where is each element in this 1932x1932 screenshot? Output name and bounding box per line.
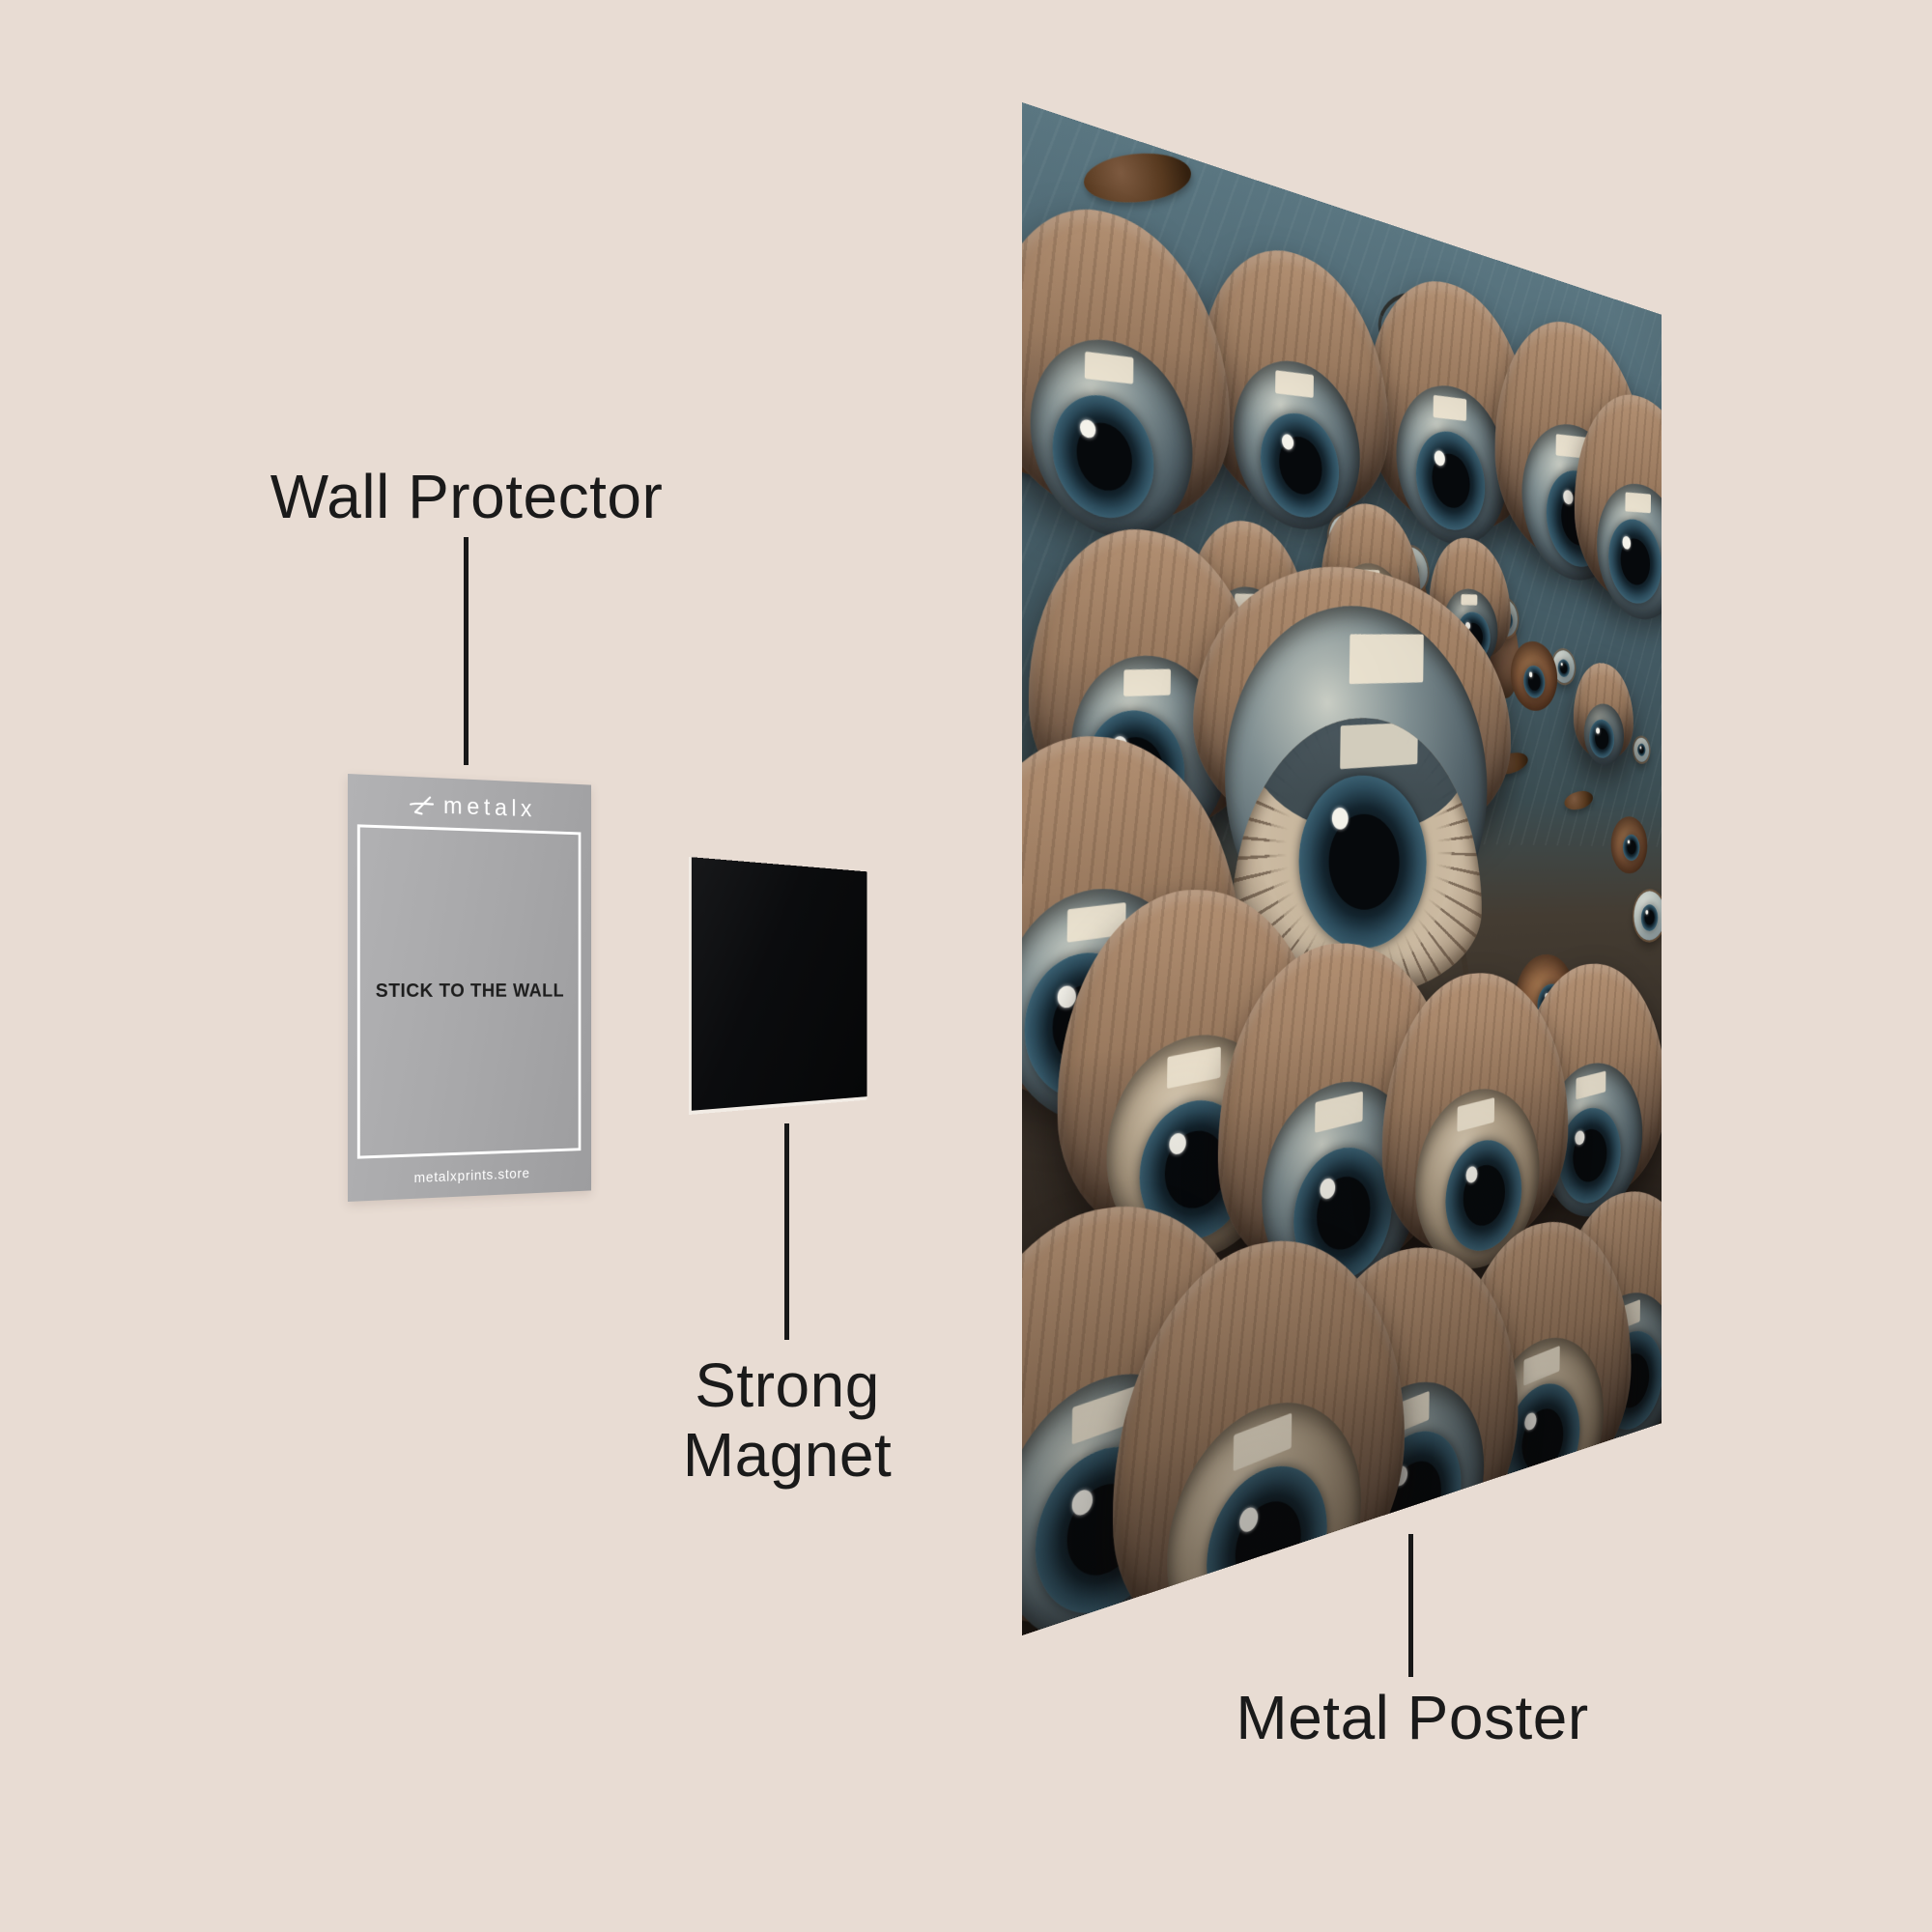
giant-eye-reflection — [1349, 634, 1424, 685]
card-message: STICK TO THE WALL — [375, 980, 565, 1002]
eye-reflection — [1167, 1045, 1221, 1089]
eye-glint — [1622, 535, 1632, 551]
eye-glint — [1645, 910, 1648, 915]
eye-glint — [1596, 727, 1601, 734]
eye-iris — [1415, 423, 1486, 536]
strong-magnet-square — [689, 857, 867, 1115]
eye-reflection — [1274, 370, 1314, 399]
eye-reflection — [1084, 351, 1134, 384]
eye-iris — [1640, 903, 1659, 932]
eye-glint — [1639, 746, 1642, 750]
brand-logo: metalx — [348, 788, 591, 825]
strong-magnet-label-line2: Magnet — [682, 1420, 893, 1491]
eye-reflection — [1233, 1412, 1293, 1472]
brand-name: metalx — [443, 792, 536, 823]
eye-reflection — [1315, 1092, 1363, 1133]
eye-iris — [1261, 405, 1340, 524]
eye-iris — [1557, 658, 1570, 678]
card-website: metalxprints.store — [413, 1166, 530, 1187]
wall-protector-card: metalx STICK TO THE WALL metalxprints.st… — [348, 774, 591, 1202]
strong-magnet-label: Strong Magnet — [683, 1350, 892, 1491]
eye-reflection — [1461, 594, 1478, 606]
eye-ball — [1634, 891, 1662, 942]
eye-iris — [1636, 743, 1646, 757]
eye-reflection — [1123, 668, 1172, 697]
eye-reflection — [1457, 1097, 1494, 1133]
eye-glint — [1434, 449, 1445, 468]
strong-magnet-label-line1: Strong — [695, 1350, 880, 1420]
eye-iris — [1608, 514, 1662, 608]
eye-glint — [1563, 489, 1574, 505]
metalx-logo-icon — [408, 794, 436, 816]
eye-glint — [1528, 671, 1533, 678]
metal-poster — [1022, 102, 1662, 1635]
giant-eye-glint — [1331, 807, 1349, 830]
wall-protector-label: Wall Protector — [270, 462, 664, 531]
metal-poster-leader-line — [1408, 1534, 1413, 1677]
metal-poster-label: Metal Poster — [1236, 1683, 1589, 1752]
strong-magnet-leader-line — [784, 1123, 789, 1340]
card-inner-frame: STICK TO THE WALL — [356, 824, 582, 1159]
eye-reflection — [1433, 394, 1467, 421]
eye-reflection — [1576, 1070, 1606, 1100]
eye-iris — [1623, 834, 1640, 861]
eye-iris — [1523, 664, 1546, 699]
eye-iris — [1052, 384, 1154, 526]
poster-artwork-eyeballs — [1022, 102, 1662, 1635]
giant-eye-top-reflection — [1340, 722, 1418, 770]
eye-iris — [1207, 1450, 1327, 1635]
wall-protector-leader-line — [464, 537, 469, 765]
eye-ball — [1634, 737, 1650, 763]
eye-reflection — [1625, 492, 1651, 514]
eye-ball — [1610, 815, 1648, 874]
eye-reflection — [1523, 1345, 1560, 1386]
eye-iris — [1589, 719, 1615, 759]
